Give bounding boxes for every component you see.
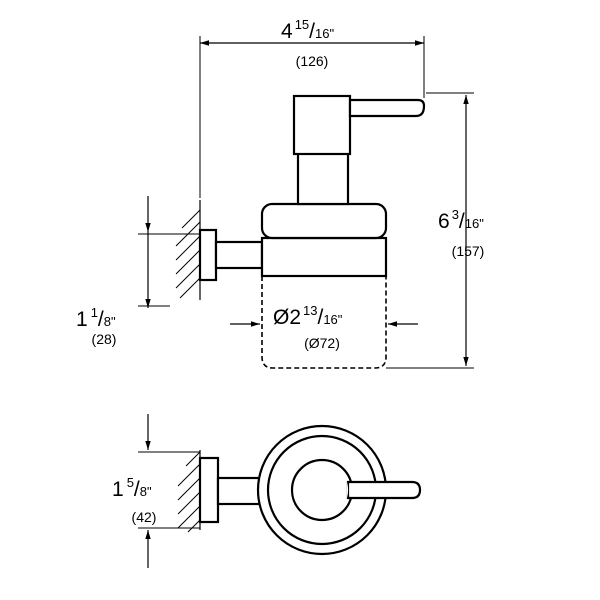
diameter-mm-label: (Ø72) (304, 335, 340, 351)
width-mm-label: (126) (296, 53, 329, 69)
holder-ring (260, 236, 388, 278)
pump-spout-top (346, 480, 422, 500)
plate-size-mm-label: (42) (132, 509, 157, 525)
pump-neck (296, 150, 350, 206)
pump-spout (348, 98, 426, 118)
height-mm-label: (157) (452, 243, 485, 259)
wall-offset-mm-label: (28) (92, 331, 117, 347)
wall-plate (198, 228, 218, 282)
front-view (175, 94, 426, 369)
dispenser-lid (260, 202, 388, 240)
top-view (177, 424, 422, 556)
wall-plate-top (198, 456, 220, 524)
pump-head (292, 94, 352, 156)
wall-hatching-top (177, 451, 201, 533)
wall-hatching (175, 209, 201, 299)
holder-arm (214, 240, 264, 270)
